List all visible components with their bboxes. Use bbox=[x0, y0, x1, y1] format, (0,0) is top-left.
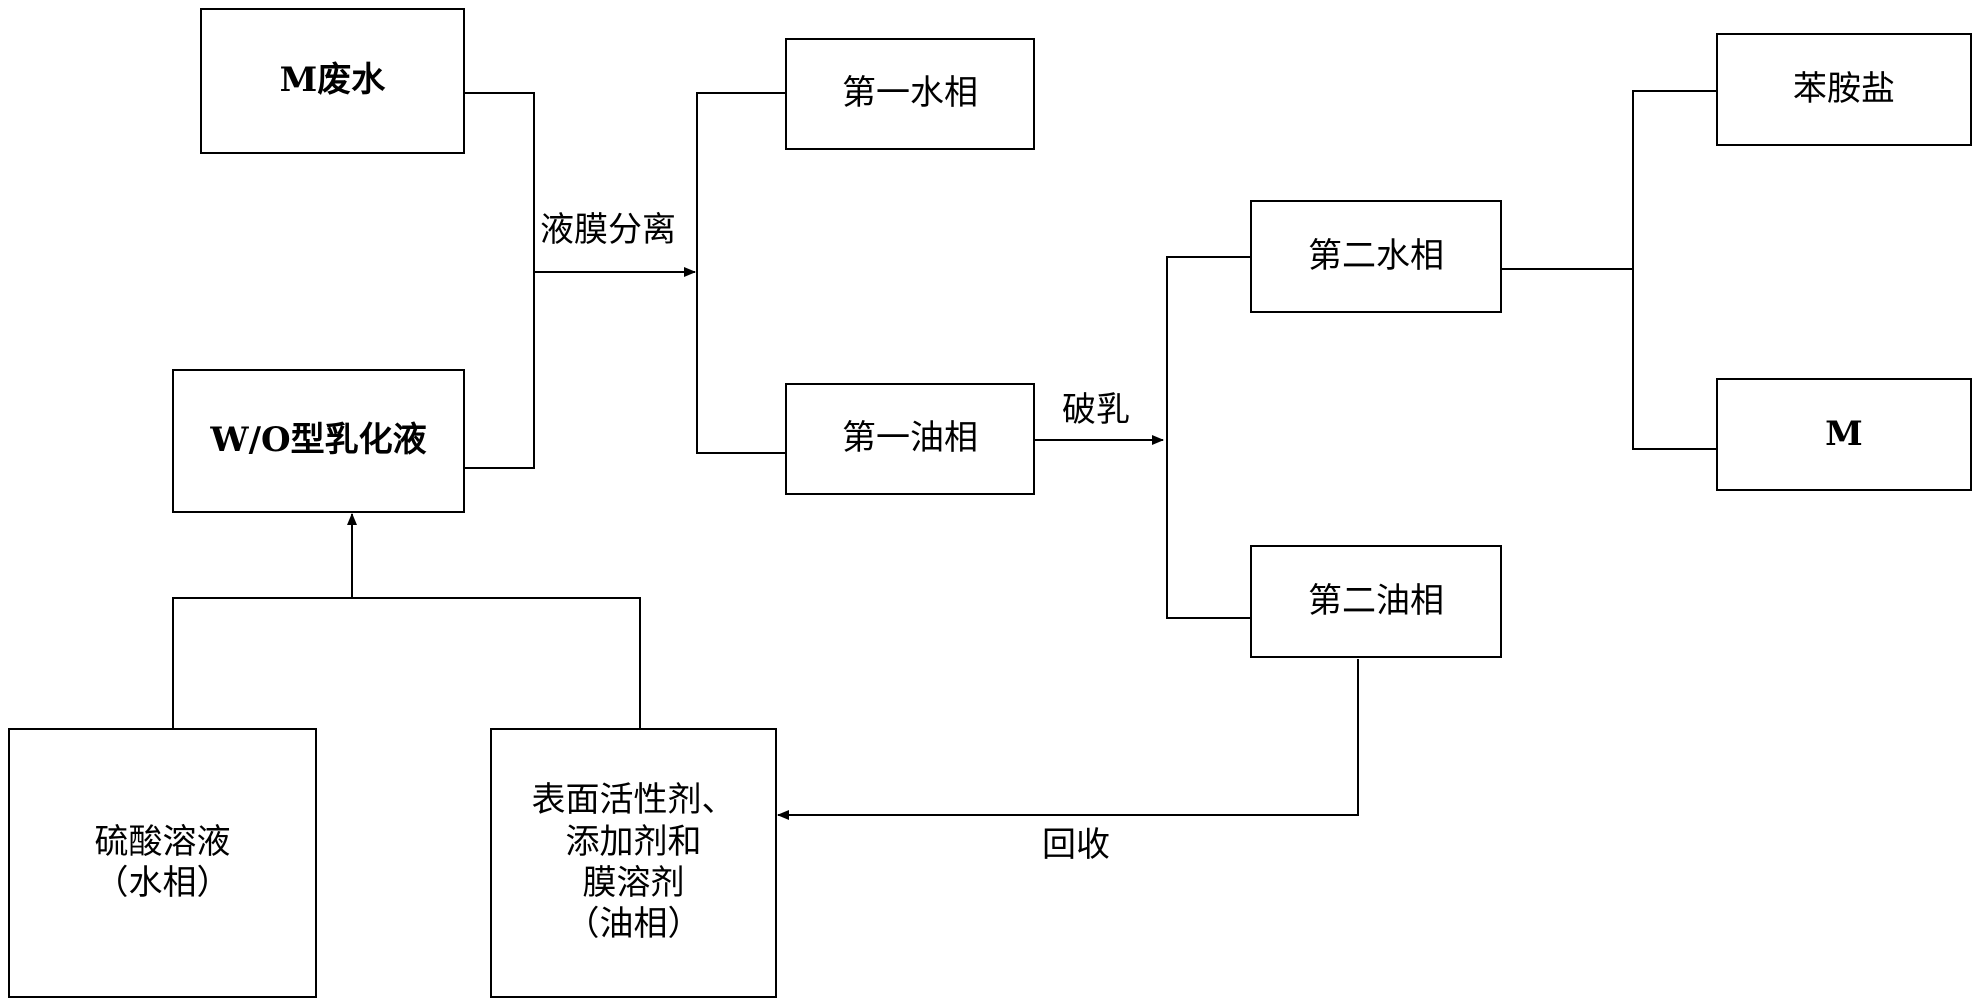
label-demulsification: 破乳 bbox=[1062, 390, 1130, 430]
node-second-oil-phase: 第二油相 bbox=[1250, 545, 1502, 658]
node-surfactant-mix: 表面活性剂、 添加剂和 膜溶剂 （油相） bbox=[490, 728, 777, 998]
node-first-water-phase-label: 第一水相 bbox=[842, 73, 978, 114]
node-aniline-salt-label: 苯胺盐 bbox=[1793, 68, 1895, 109]
connector-split-second-phases bbox=[1166, 256, 1250, 619]
connector-wastewater-to-merge bbox=[465, 92, 535, 469]
node-second-water-phase: 第二水相 bbox=[1250, 200, 1502, 313]
node-surfactant-mix-line-4: （油相） bbox=[565, 904, 702, 945]
node-surfactant-mix-line-1: 表面活性剂、 bbox=[531, 780, 736, 821]
node-first-water-phase: 第一水相 bbox=[785, 38, 1035, 150]
node-aniline-salt: 苯胺盐 bbox=[1716, 33, 1972, 146]
node-first-oil-phase-label: 第一油相 bbox=[842, 418, 978, 459]
node-sulfuric-acid: 硫酸溶液 （水相） bbox=[8, 728, 317, 998]
node-m-wastewater: M废水 bbox=[200, 8, 465, 154]
node-sulfuric-acid-line-1: 硫酸溶液 bbox=[94, 821, 231, 862]
node-sulfuric-acid-label: 硫酸溶液 （水相） bbox=[95, 822, 231, 905]
arrow-recovery bbox=[777, 659, 1359, 820]
connector-split-products bbox=[1632, 90, 1716, 450]
node-m-wastewater-label: M废水 bbox=[279, 60, 386, 101]
node-surfactant-mix-label: 表面活性剂、 添加剂和 膜溶剂 （油相） bbox=[532, 780, 736, 946]
connector-inputs-merge bbox=[172, 597, 641, 728]
node-second-water-phase-label: 第二水相 bbox=[1308, 235, 1444, 276]
label-recovery: 回收 bbox=[1042, 825, 1110, 865]
node-m-product-label: M bbox=[1825, 413, 1863, 454]
connector-split-first-phases bbox=[696, 92, 785, 454]
node-second-oil-phase-label: 第二油相 bbox=[1308, 580, 1444, 621]
node-first-oil-phase: 第一油相 bbox=[785, 383, 1035, 495]
node-m-product: M bbox=[1716, 378, 1972, 491]
node-surfactant-mix-line-3: 膜溶剂 bbox=[582, 863, 685, 903]
node-wo-emulsion: W/O型乳化液 bbox=[172, 369, 465, 513]
node-surfactant-mix-line-2: 添加剂和 bbox=[565, 821, 702, 862]
node-wo-emulsion-label: W/O型乳化液 bbox=[210, 420, 427, 461]
label-membrane-separation: 液膜分离 bbox=[540, 210, 676, 250]
node-sulfuric-acid-line-2: （水相） bbox=[94, 863, 231, 903]
